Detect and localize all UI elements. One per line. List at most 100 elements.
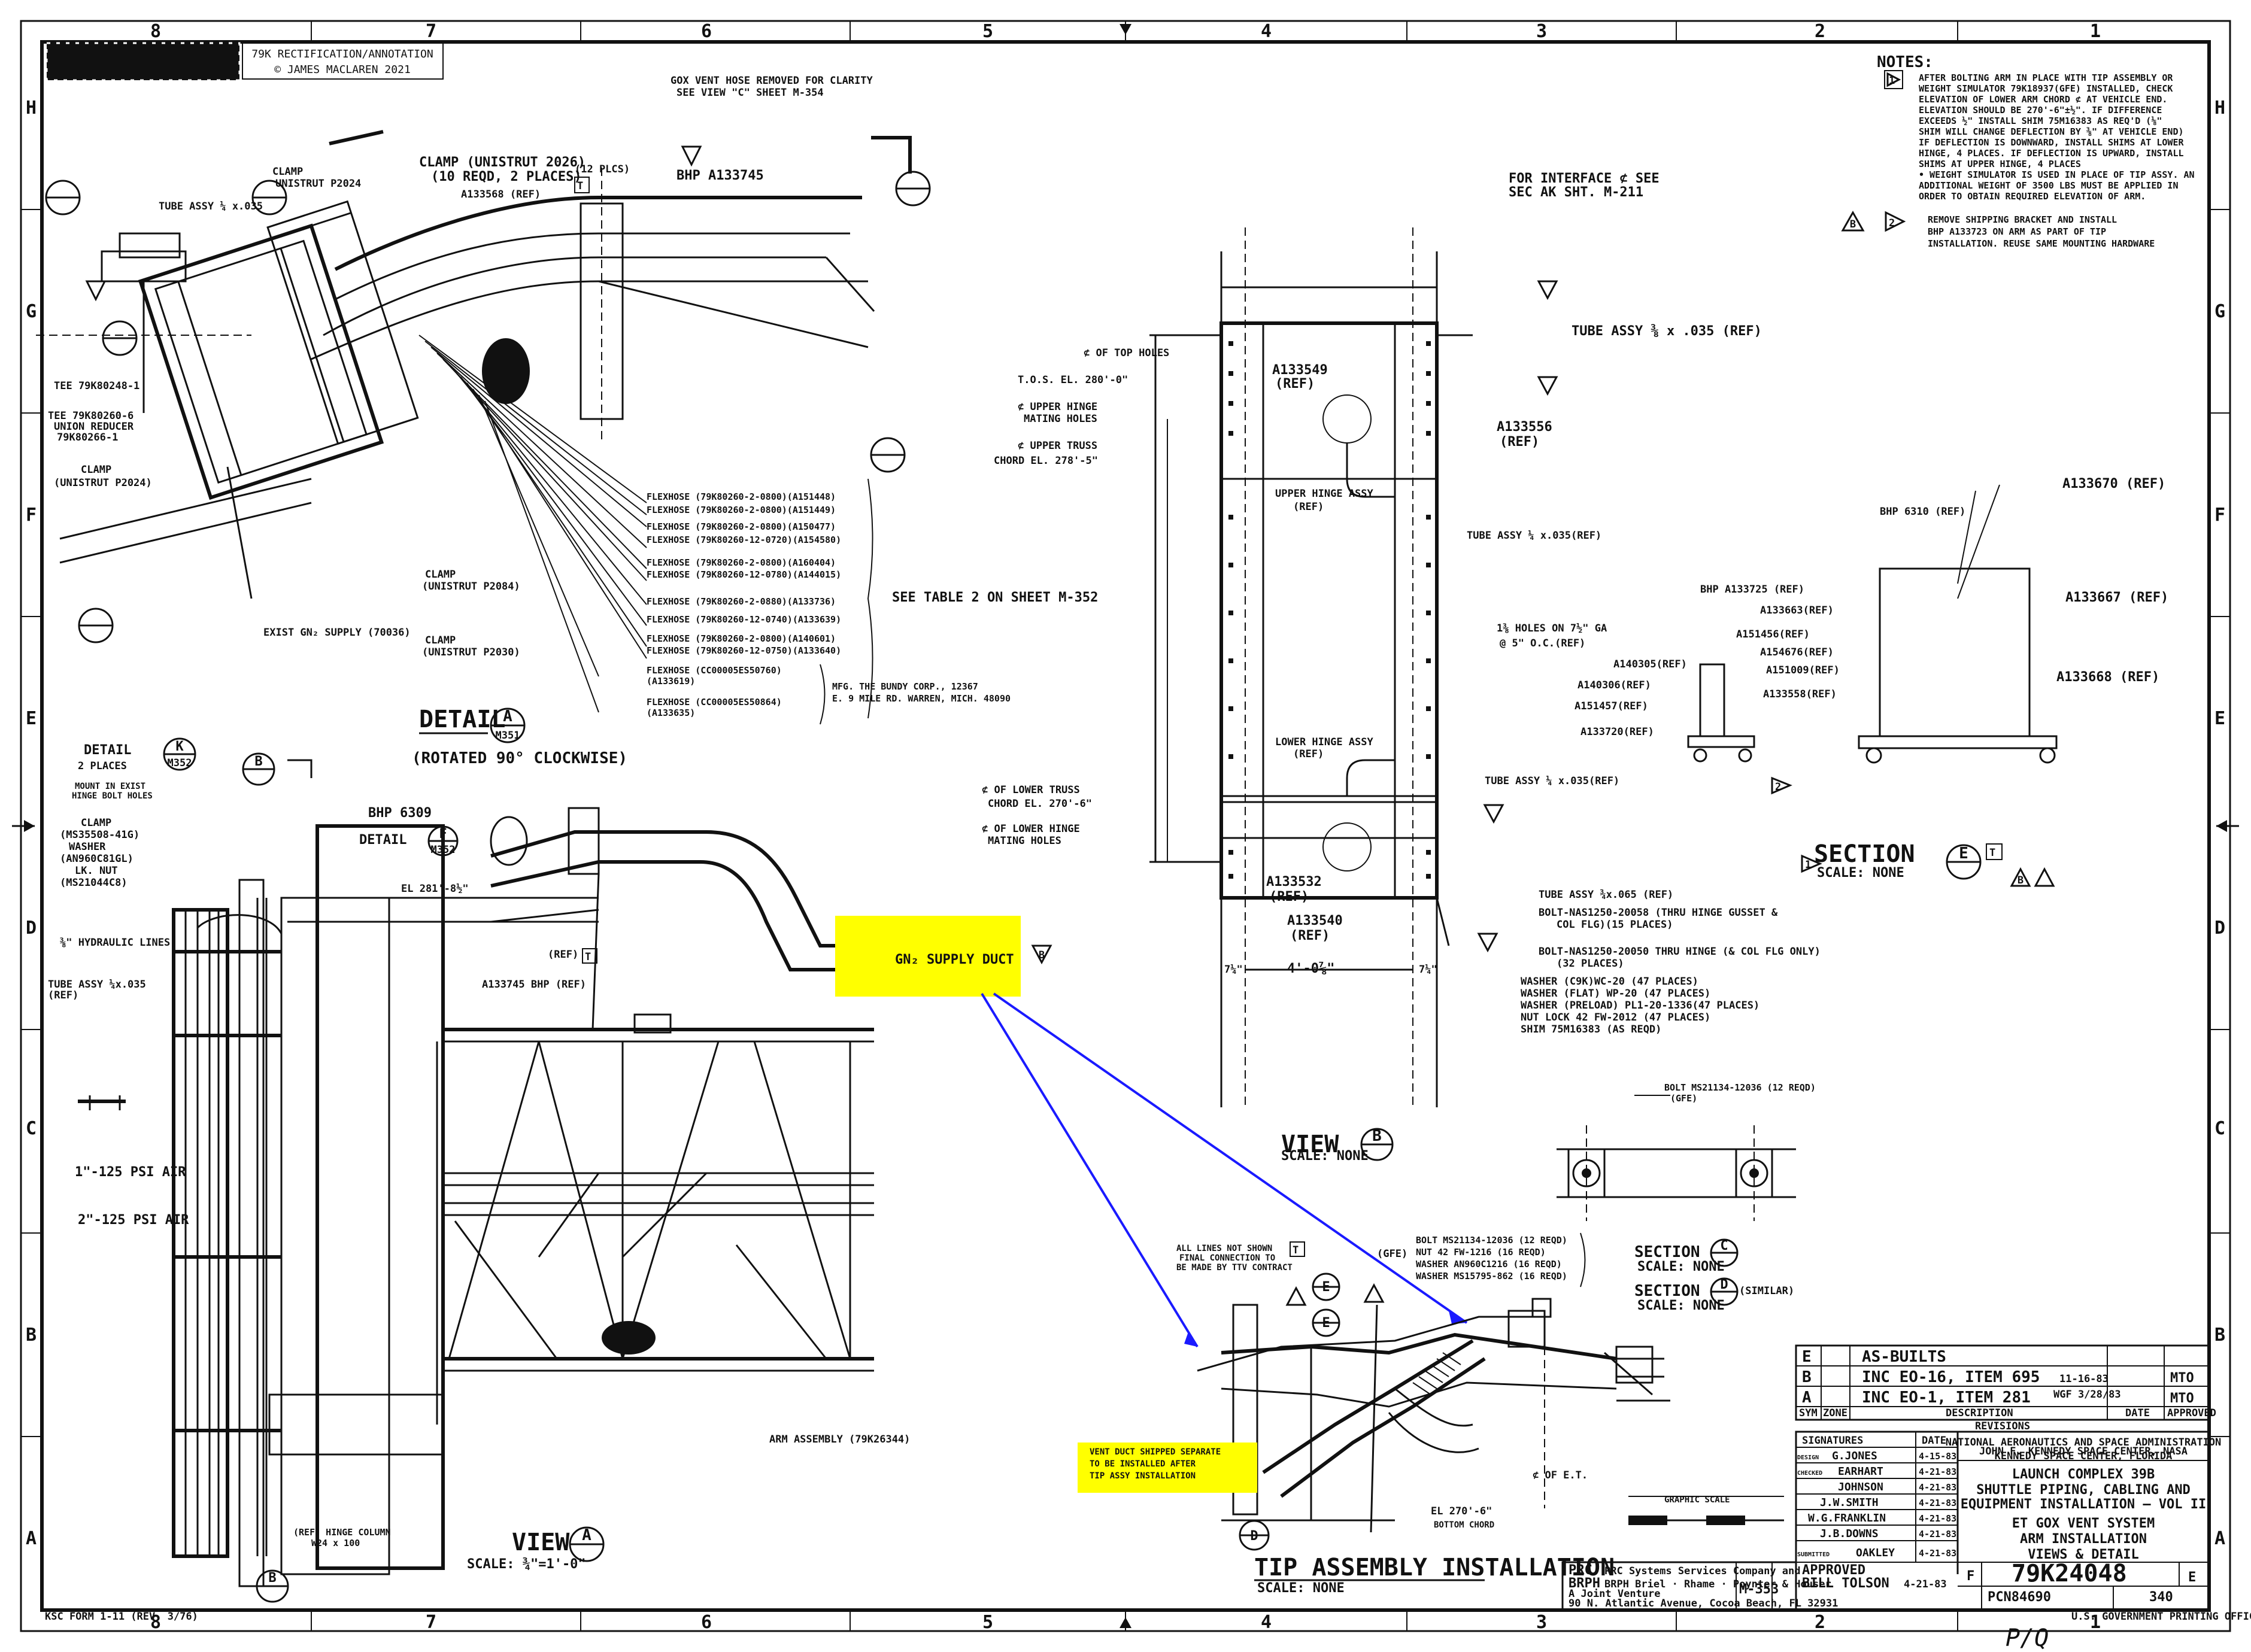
vent-note: TIP ASSY INSTALLATION bbox=[1090, 1471, 1196, 1481]
clamp-label: CLAMP bbox=[272, 166, 303, 178]
note-1-line: IF DEFLECTION IS DOWNWARD, INSTALL SHIMS… bbox=[1919, 137, 2184, 148]
col-label-bottom: 6 bbox=[701, 1612, 712, 1633]
rev-date: WGF 3/28/83 bbox=[2053, 1389, 2121, 1401]
tube-label: TUBE ASSY ¼ x.035(REF) bbox=[1467, 530, 1601, 542]
similar-label: (SIMILAR) bbox=[1739, 1285, 1794, 1297]
tube-label: TUBE ASSY ¼x.035 bbox=[48, 979, 146, 991]
hardware-label: WASHER MS15795-862 (16 REQD) bbox=[1416, 1271, 1567, 1281]
tube-label: TUBE ASSY ¼ x.035(REF) bbox=[1485, 775, 1619, 787]
part-ref: A133556 bbox=[1497, 420, 1552, 435]
tip-e-letter: E bbox=[1322, 1280, 1330, 1295]
clamp-label: CLAMP bbox=[81, 464, 111, 476]
col-label-top: 4 bbox=[1261, 21, 1272, 42]
sig-header: SIGNATURES bbox=[1802, 1435, 1863, 1447]
date-header: DATE bbox=[1922, 1435, 1946, 1447]
note-1-line: ADDITIONAL WEIGHT OF 3500 LBS MUST BE AP… bbox=[1919, 180, 2178, 191]
row-label-left: F bbox=[26, 505, 37, 526]
part-ref: A151456(REF) bbox=[1736, 628, 1810, 640]
tee-label: TEE 79K80260-6 bbox=[48, 410, 134, 422]
detail-f-sheet: M352 bbox=[431, 844, 456, 856]
note-2-flag: 2 bbox=[1775, 781, 1781, 793]
sig-name: OAKLEY bbox=[1856, 1547, 1895, 1559]
top-holes-label: ⊄ OF TOP HOLES bbox=[1084, 347, 1169, 359]
flexhose-label: FLEXHOSE (CC00005ES50864) bbox=[647, 697, 782, 707]
part-ref: (REF) bbox=[1269, 889, 1309, 904]
rev-desc: AS-BUILTS bbox=[1862, 1348, 1946, 1366]
rev-sym: E bbox=[1802, 1348, 1812, 1366]
col-label-top: 3 bbox=[1536, 21, 1547, 42]
col-label-top: 1 bbox=[2090, 21, 2101, 42]
section-d-title: SECTION bbox=[1634, 1282, 1700, 1300]
drawing-rev: E bbox=[2188, 1570, 2196, 1585]
col-label-bottom: 2 bbox=[1815, 1612, 1825, 1633]
view-a-scale: SCALE: ¾"=1'-0" bbox=[467, 1557, 586, 1572]
row-label-left: D bbox=[26, 918, 37, 939]
firm-line: PRC Systems Services Company and bbox=[1604, 1565, 1801, 1577]
hardware-label: WASHER (C9K)WC-20 (47 PLACES) bbox=[1521, 976, 1698, 988]
upper-truss-label: CHORD EL. 278'-5" bbox=[994, 455, 1098, 467]
clamp-spec: WASHER bbox=[69, 841, 106, 853]
flexhose-label: FLEXHOSE (CC00005ES50760) bbox=[647, 665, 782, 676]
detail-k-title: DETAIL bbox=[84, 743, 131, 758]
part-ref: A133540 bbox=[1287, 913, 1343, 928]
dimension-label: 4'-0⅞" bbox=[1287, 961, 1334, 976]
note-1-line: ELEVATION OF LOWER ARM CHORD ⊄ AT VEHICL… bbox=[1919, 94, 2167, 105]
section-d-letter: D bbox=[1720, 1277, 1728, 1292]
sig-role: CHECKED bbox=[1797, 1470, 1822, 1477]
sig-name: J.W.SMITH bbox=[1820, 1496, 1879, 1509]
rev-desc: INC EO-1, ITEM 281 bbox=[1862, 1389, 2031, 1407]
col-label-bottom: 4 bbox=[1261, 1612, 1272, 1633]
col-label-top: 2 bbox=[1815, 21, 1825, 42]
row-label-left: A bbox=[26, 1528, 37, 1549]
part-ref: A133667 (REF) bbox=[2065, 590, 2168, 605]
interface-label: FOR INTERFACE ⊄ SEE bbox=[1509, 171, 1660, 186]
flexhose-label: FLEXHOSE (79K80260-2-0800)(A151449) bbox=[647, 505, 836, 515]
clamp-label: CLAMP bbox=[425, 634, 456, 646]
rev-desc: INC EO-16, ITEM 695 bbox=[1862, 1368, 2040, 1386]
part-ref: (REF) bbox=[1275, 376, 1315, 391]
lower-truss-label: ⊄ OF LOWER TRUSS bbox=[982, 784, 1080, 796]
sig-name: W.G.FRANKLIN bbox=[1808, 1512, 1886, 1525]
detail-letter: A bbox=[503, 707, 512, 725]
part-ref: BHP A133725 (REF) bbox=[1700, 584, 1804, 596]
section-c-drawing bbox=[1557, 1095, 1796, 1221]
part-ref: A140305(REF) bbox=[1613, 658, 1687, 670]
part-ref: A133663(REF) bbox=[1760, 605, 1834, 617]
row-label-left: G bbox=[26, 301, 37, 322]
sig-date: 4-21-83 bbox=[1919, 1466, 1956, 1477]
detail-a-title: DETAIL A M351 (ROTATED 90° CLOCKWISE) bbox=[412, 706, 627, 767]
gn2-callout: GN₂ SUPPLY DUCT B bbox=[835, 916, 1468, 1348]
revisions-title: REVISIONS bbox=[1975, 1420, 2030, 1432]
sheet-number: 340 bbox=[2149, 1590, 2173, 1605]
note-2-line: REMOVE SHIPPING BRACKET AND INSTALL bbox=[1928, 214, 2117, 225]
sig-date: 4-21-83 bbox=[1919, 1513, 1956, 1524]
row-label-right: D bbox=[2214, 918, 2225, 939]
tip-vent-note-highlight bbox=[1078, 1443, 1257, 1493]
tip-assembly-labels: ALL LINES NOT SHOWN FINAL CONNECTION TO … bbox=[1090, 1244, 1730, 1596]
mount-note: MOUNT IN EXIST bbox=[75, 782, 145, 791]
hardware-label: BOLT MS21134-12036 (12 REQD) bbox=[1416, 1235, 1567, 1246]
lines-note: BE MADE BY TTV CONTRACT bbox=[1176, 1263, 1293, 1273]
flexhose-label: FLEXHOSE (79K80260-2-0800)(A160404) bbox=[647, 557, 836, 568]
bottom-chord-label: BOTTOM CHORD bbox=[1434, 1520, 1494, 1530]
section-c-title: SECTION bbox=[1634, 1243, 1700, 1261]
detail-a-labels: GOX VENT HOSE REMOVED FOR CLARITY SEE VI… bbox=[48, 75, 1098, 725]
rev-appr: MTO bbox=[2170, 1371, 2194, 1386]
part-ref: BHP 6310 (REF) bbox=[1880, 506, 1965, 518]
agency-name: NATIONAL AERONAUTICS AND SPACE ADMINISTR… bbox=[1946, 1437, 2222, 1448]
tee-label: 79K80266-1 bbox=[57, 432, 118, 444]
rev-t-label: T bbox=[1989, 847, 1995, 859]
rev-hdr: APPROVED bbox=[2167, 1407, 2216, 1419]
detail-k-sheet: M352 bbox=[168, 757, 192, 769]
part-ref: (REF) bbox=[1500, 435, 1539, 450]
copyright-stamp: 79K RECTIFICATION/ANNOTATION © JAMES MAC… bbox=[242, 42, 444, 80]
clamp-label: (UNISTRUT P2030) bbox=[422, 646, 520, 658]
view-b-scale: SCALE: NONE bbox=[1281, 1149, 1369, 1164]
clamp-spec: (MS21044C8) bbox=[60, 877, 128, 889]
clamp-spec: (MS35508-41G) bbox=[60, 829, 139, 841]
tos-label: T.O.S. EL. 280'-0" bbox=[1018, 374, 1128, 386]
sig-role: SUBMITTED bbox=[1797, 1551, 1830, 1558]
hydraulic-label: ⅜" HYDRAULIC LINES bbox=[60, 936, 170, 949]
bhp-label: BHP 6309 bbox=[368, 806, 432, 821]
